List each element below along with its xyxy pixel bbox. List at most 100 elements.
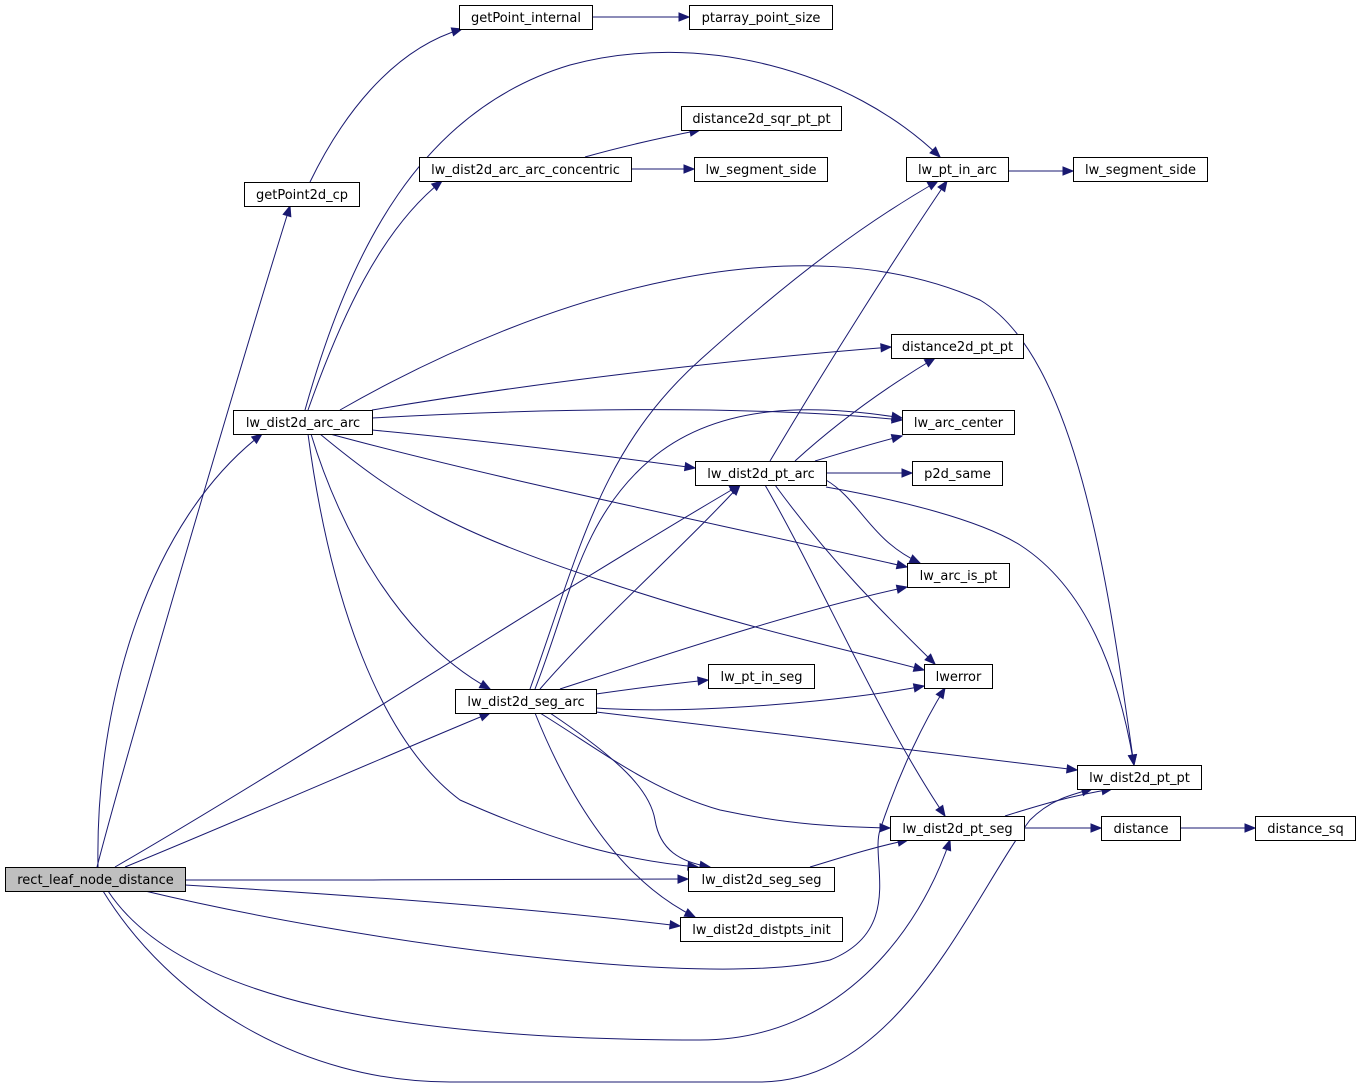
node-box[interactable] <box>5 867 186 892</box>
arrowhead-icon <box>1127 753 1137 767</box>
arrowhead-icon <box>895 584 909 594</box>
node-distance-sq[interactable]: distance_sq <box>1255 816 1356 841</box>
node-label: distance_sq <box>1267 822 1344 837</box>
node-box[interactable] <box>902 410 1015 435</box>
node-box[interactable] <box>233 410 373 435</box>
edge-lw_dist2d_arc_arc-to-lw_dist2d_pt_arc <box>371 429 697 472</box>
arrowhead-icon <box>924 653 936 665</box>
node-distance2d-pt-pt[interactable]: distance2d_pt_pt <box>891 334 1024 359</box>
node-lw-dist2d-pt-arc[interactable]: lw_dist2d_pt_arc <box>695 461 827 486</box>
edge-line <box>529 180 939 690</box>
node-box[interactable] <box>890 816 1025 841</box>
edge-line <box>584 129 701 158</box>
node-label: lw_dist2d_arc_arc_concentric <box>431 163 620 178</box>
edge-line <box>184 884 681 927</box>
node-lw-segment-side[interactable]: lw_segment_side <box>694 157 828 182</box>
node-box[interactable] <box>1073 157 1208 182</box>
edge-lw_dist2d_pt_arc-to-lw_arc_center <box>814 433 904 462</box>
node-box[interactable] <box>455 689 597 714</box>
edge-lw_dist2d_pt_arc-to-p2d_same <box>826 468 914 478</box>
node-box[interactable] <box>694 157 828 182</box>
edge-lw_dist2d_seg_arc-to-lw_arc_center <box>534 409 904 690</box>
edge-lw_dist2d_pt_arc-to-lw_arc_is_pt <box>825 479 922 564</box>
node-box[interactable] <box>907 563 1010 588</box>
arrowhead-icon <box>1062 166 1075 176</box>
node-lw-dist2d-arc-arc-concentric[interactable]: lw_dist2d_arc_arc_concentric <box>419 157 632 182</box>
node-label: lw_pt_in_arc <box>918 163 997 178</box>
node-box[interactable] <box>688 867 835 892</box>
node-ptarray-point-size[interactable]: ptarray_point_size <box>689 5 833 30</box>
node-box[interactable] <box>695 461 827 486</box>
arrowhead-icon <box>478 679 492 690</box>
edge-rect_leaf_node_distance-to-lw_dist2d_seg_seg <box>184 874 690 884</box>
node-label: getPoint2d_cp <box>256 188 348 203</box>
edge-rect_leaf_node_distance-to-getPoint2d_cp <box>96 204 292 868</box>
node-box[interactable] <box>891 334 1024 359</box>
node-lw-arc-is-pt[interactable]: lw_arc_is_pt <box>907 563 1010 588</box>
node-box[interactable] <box>244 182 360 207</box>
edge-line <box>307 433 699 868</box>
node-box[interactable] <box>419 157 632 182</box>
node-distance[interactable]: distance <box>1101 816 1181 841</box>
edge-line <box>124 712 491 868</box>
node-box[interactable] <box>906 157 1009 182</box>
node-box[interactable] <box>1101 816 1181 841</box>
node-distance2d-sqr-pt-pt[interactable]: distance2d_sqr_pt_pt <box>681 106 842 131</box>
arrowhead-icon <box>912 683 926 693</box>
arrowhead-icon <box>880 343 893 353</box>
node-label: distance <box>1113 822 1168 837</box>
edge-line <box>310 433 491 690</box>
edge-distance-to-distance_sq <box>1179 823 1257 833</box>
node-rect-leaf-node-distance[interactable]: rect_leaf_node_distance <box>5 867 186 892</box>
node-box[interactable] <box>689 5 833 30</box>
edge-lw_dist2d_arc_arc-to-lw_pt_in_arc <box>304 51 941 411</box>
node-box[interactable] <box>1077 765 1202 790</box>
edge-lw_dist2d_arc_arc-to-lw_dist2d_seg_seg <box>307 433 700 871</box>
node-box[interactable] <box>1255 816 1356 841</box>
arrowhead-icon <box>250 433 264 445</box>
edge-line <box>309 28 463 183</box>
edge-line <box>96 205 291 868</box>
arrowhead-icon <box>678 12 691 22</box>
node-lw-pt-in-seg[interactable]: lw_pt_in_seg <box>708 664 815 689</box>
arrowhead-icon <box>1066 764 1079 774</box>
node-box[interactable] <box>924 664 993 689</box>
node-box[interactable] <box>912 461 1003 486</box>
node-lw-dist2d-seg-seg[interactable]: lw_dist2d_seg_seg <box>688 867 835 892</box>
node-lwerror[interactable]: lwerror <box>924 664 993 689</box>
edge-line <box>764 484 946 817</box>
edge-line <box>319 433 925 671</box>
edges-layer <box>96 12 1257 1083</box>
edge-line <box>97 433 263 868</box>
edge-rect_leaf_node_distance-to-lwerror <box>144 686 946 970</box>
node-lw-pt-in-arc[interactable]: lw_pt_in_arc <box>906 157 1009 182</box>
node-lw-dist2d-pt-seg[interactable]: lw_dist2d_pt_seg <box>890 816 1025 841</box>
node-p2d-same[interactable]: p2d_same <box>912 461 1003 486</box>
node-lw-dist2d-arc-arc[interactable]: lw_dist2d_arc_arc <box>233 410 373 435</box>
node-lw-segment-side-2[interactable]: lw_segment_side <box>1073 157 1208 182</box>
edge-lw_dist2d_arc_arc-to-distance2d_pt_pt <box>371 343 893 411</box>
arrowhead-icon <box>729 484 741 496</box>
node-lw-dist2d-distpts-init[interactable]: lw_dist2d_distpts_init <box>680 917 843 942</box>
arrowhead-icon <box>942 838 952 852</box>
node-box[interactable] <box>681 106 842 131</box>
edge-rect_leaf_node_distance-to-lw_dist2d_seg_arc <box>124 712 492 868</box>
node-label: lw_dist2d_pt_pt <box>1089 771 1190 786</box>
edge-lw_dist2d_arc_arc-to-lw_dist2d_arc_arc_concentric <box>307 180 444 411</box>
node-lw-dist2d-pt-pt[interactable]: lw_dist2d_pt_pt <box>1077 765 1202 790</box>
node-getPoint-internal[interactable]: getPoint_internal <box>459 5 593 30</box>
edge-rect_leaf_node_distance-to-lw_dist2d_arc_arc <box>97 433 264 868</box>
edge-lw_dist2d_seg_arc-to-lw_pt_in_arc <box>529 180 940 690</box>
edge-lw_dist2d_seg_arc-to-lw_dist2d_pt_pt <box>595 711 1079 774</box>
edge-lw_dist2d_arc_arc-to-lw_dist2d_seg_arc <box>310 433 492 690</box>
node-box[interactable] <box>680 917 843 942</box>
node-label: lw_dist2d_pt_arc <box>707 467 815 482</box>
node-lw-dist2d-seg-arc[interactable]: lw_dist2d_seg_arc <box>455 689 597 714</box>
node-box[interactable] <box>708 664 815 689</box>
node-box[interactable] <box>459 5 593 30</box>
node-lw-arc-center[interactable]: lw_arc_center <box>902 410 1015 435</box>
arrowhead-icon <box>935 686 946 700</box>
node-label: getPoint_internal <box>471 11 581 26</box>
node-getPoint2d-cp[interactable]: getPoint2d_cp <box>244 182 360 207</box>
